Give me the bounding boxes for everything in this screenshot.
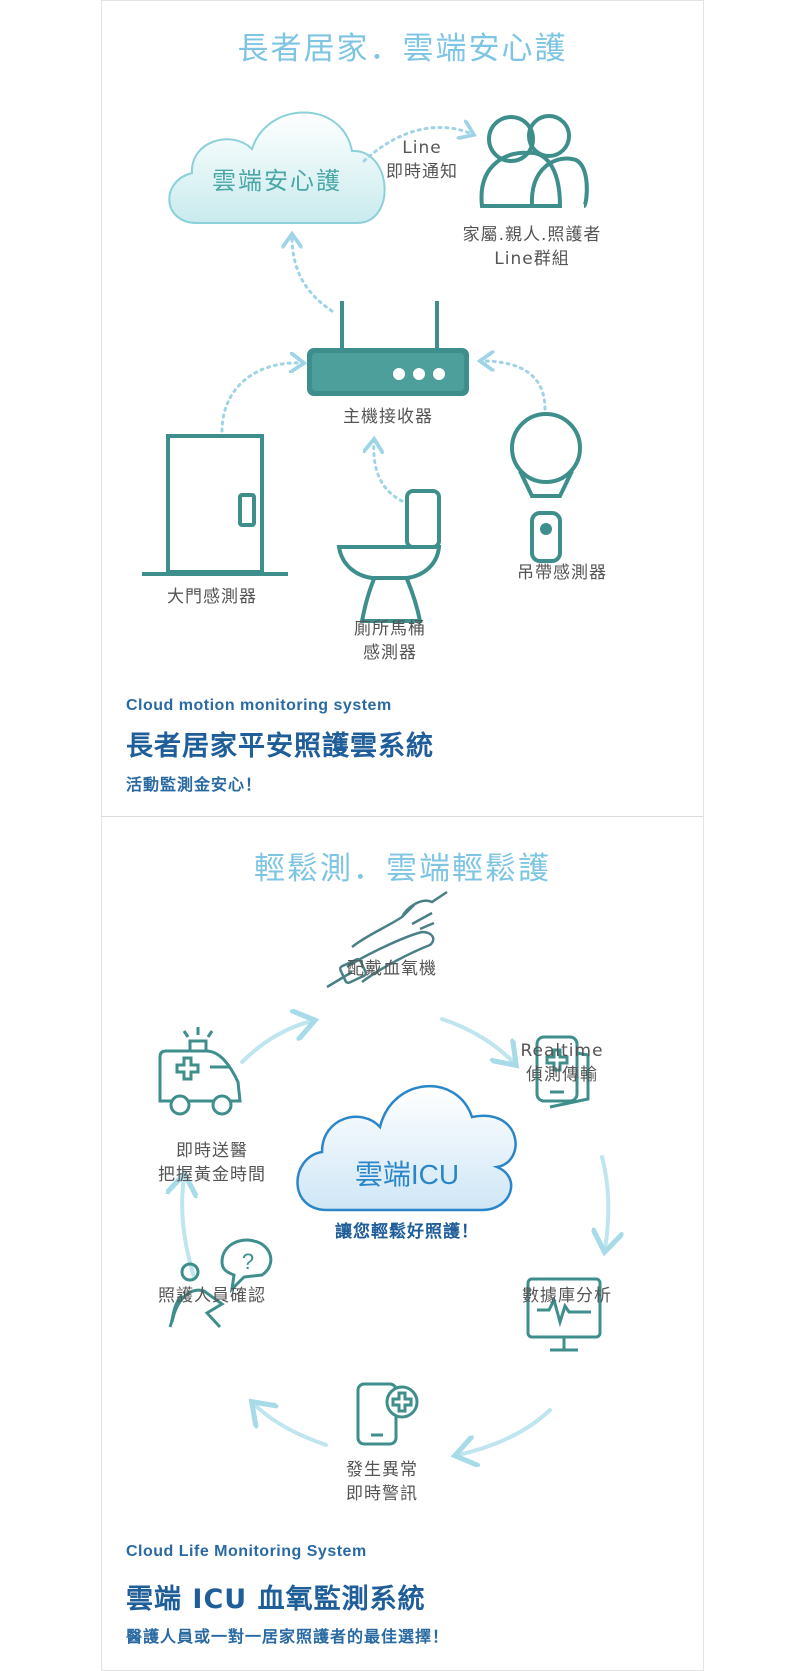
alert-label: 發生異常即時警訊: [346, 1460, 418, 1504]
section1-title: 長者居家．雲端安心護: [237, 31, 568, 67]
caregiver-label: 照護人員確認: [158, 1286, 266, 1306]
arrow-receiver-to-cloud: [292, 236, 334, 313]
database-label: 數據庫分析: [522, 1286, 612, 1306]
cloud-icu-diagram: ?: [158, 890, 703, 1670]
cloud-icu-subtitle: 讓您輕鬆好照護！: [335, 1222, 479, 1242]
cloud-icu-panel: 輕鬆測．雲端輕鬆護: [101, 817, 704, 1671]
svg-text:?: ?: [242, 1249, 254, 1274]
arrow-database-to-alert: [458, 1408, 552, 1455]
database-monitor-icon: [526, 1277, 602, 1352]
cloud-icu-icon: [296, 1084, 517, 1212]
section2-english-title: Cloud Life Monitoring System: [126, 1543, 367, 1560]
arrow-pendant-to-receiver: [482, 361, 547, 411]
section1-english-title: Cloud motion monitoring system: [126, 697, 392, 714]
door-sensor-label: 大門感測器: [167, 587, 257, 607]
arrow-alert-to-caregiver: [254, 1404, 328, 1447]
receiver-icon: [307, 301, 469, 396]
arrow-realtime-to-database: [602, 1155, 608, 1249]
ambulance-icon: [158, 1027, 242, 1116]
receiver-label: 主機接收器: [343, 407, 433, 427]
arrow-ambulance-to-wear: [240, 1021, 312, 1064]
alert-phone-icon: [356, 1382, 419, 1446]
arrow-cloud-to-family: [362, 127, 472, 163]
pendant-icon: [510, 412, 582, 563]
phone-monitor-icon: [535, 1035, 590, 1109]
home-care-panel: 長者居家．雲端安心護: [101, 0, 704, 817]
section2-main-title: 雲端 ICU 血氧監測系統: [126, 1584, 426, 1615]
cloud-icu-label: 雲端ICU: [354, 1159, 460, 1190]
caregiver-icon: ?: [168, 1238, 273, 1329]
section2-title: 輕鬆測．雲端輕鬆護: [254, 851, 551, 887]
cloud-icon: [168, 111, 386, 224]
oximeter-wrist-icon: [326, 890, 448, 989]
cloud-label: 雲端安心護: [212, 167, 342, 195]
section2-subtitle: 醫護人員或一對一居家照護者的最佳選擇！: [126, 1627, 450, 1646]
toilet-icon: [336, 489, 442, 623]
arrow-toilet-to-receiver: [374, 441, 404, 503]
toilet-sensor-label: 廁所馬桶感測器: [354, 619, 426, 663]
section1-subtitle: 活動監測金安心！: [126, 775, 263, 794]
arrow-caregiver-to-ambulance: [182, 1177, 194, 1279]
wear-oximeter-label: 配戴血氧機: [347, 959, 437, 979]
door-icon: [142, 434, 288, 576]
section1-main-title: 長者居家平安照護雲系統: [126, 731, 434, 762]
home-care-diagram: [142, 111, 589, 623]
arrow-door-to-receiver: [220, 363, 302, 433]
pendant-sensor-label: 吊帶感測器: [517, 563, 607, 583]
family-icon: [479, 114, 589, 208]
ambulance-label: 即時送醫把握黃金時間: [158, 1141, 266, 1185]
arrow-wear-to-realtime: [440, 1017, 514, 1063]
